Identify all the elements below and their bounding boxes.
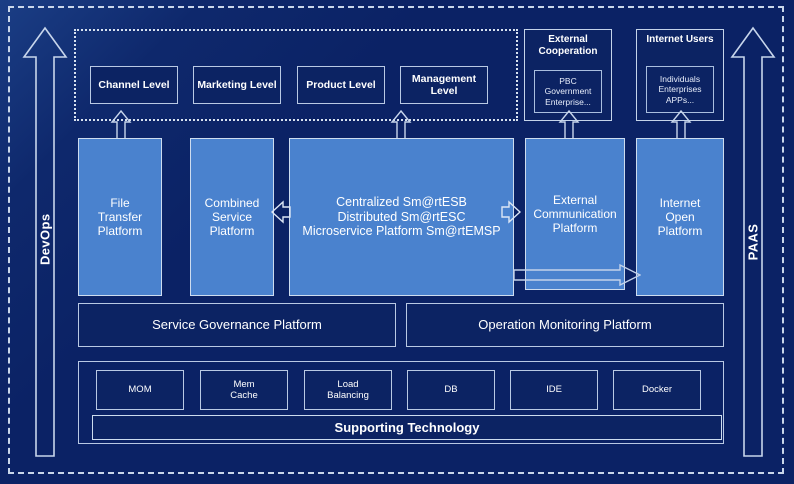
tech-chip-db[interactable]: DB [407,370,495,410]
supporting-technology-frame [78,361,724,444]
service-governance-platform[interactable]: Service Governance Platform [78,303,396,347]
supporting-technology-bar[interactable]: Supporting Technology [92,415,722,440]
tech-chip-mem-cache[interactable]: Mem Cache [200,370,288,410]
paas-rail-arrow: PAAS [730,24,776,460]
connector-arrow-right-internet-open [513,263,642,287]
business-levels-region [74,29,518,121]
platform-label: Centralized Sm@rtESB Distributed Sm@rtES… [302,194,501,239]
tech-chip-ide[interactable]: IDE [510,370,598,410]
business-level-marketing[interactable]: Marketing Level [193,66,281,104]
platform-esb-esc-emsp[interactable]: Centralized Sm@rtESB Distributed Sm@rtES… [289,138,514,296]
up-arrow-icon [558,109,580,140]
platform-internet-open[interactable]: Internet Open Platform [636,138,724,296]
platform-file-transfer[interactable]: File Transfer Platform [78,138,162,296]
connector-arrow-right-external-comm [501,198,522,226]
operation-monitoring-platform[interactable]: Operation Monitoring Platform [406,303,724,347]
tech-chip-mom[interactable]: MOM [96,370,184,410]
right-arrow-icon [513,263,642,287]
tech-chip-load-balancing[interactable]: Load Balancing [304,370,392,410]
paas-label: PAAS [745,223,761,261]
connector-arrow-up-channel [110,109,132,140]
internet-users-card[interactable]: Internet Users Individuals Enterprises A… [636,29,724,121]
business-level-label: Marketing Level [197,78,277,91]
connector-arrow-left-combined [270,198,291,226]
platform-label: File Transfer Platform [97,195,143,239]
governance-label: Service Governance Platform [152,317,322,333]
internet-users-title: Internet Users [646,34,714,45]
up-arrow-icon [110,109,132,140]
up-arrow-icon [390,109,412,140]
external-cooperation-title: External Cooperation [538,34,598,57]
external-cooperation-card[interactable]: External Cooperation PBC Government Ente… [524,29,612,121]
business-level-label: Management Level [411,72,477,97]
connector-arrow-up-external-cooperation [558,109,580,140]
platform-external-communication[interactable]: External Communication Platform [525,138,625,290]
business-level-channel[interactable]: Channel Level [90,66,178,104]
up-arrow-icon [670,109,692,140]
governance-label: Operation Monitoring Platform [478,317,652,333]
connector-arrow-up-internet-users [670,109,692,140]
business-level-product[interactable]: Product Level [297,66,385,104]
right-arrow-icon [501,200,522,224]
internet-users-detail: Individuals Enterprises APPs... [646,66,714,113]
devops-label: DevOps [37,213,53,265]
business-level-label: Product Level [306,78,376,91]
platform-combined-service[interactable]: Combined Service Platform [190,138,274,296]
left-arrow-icon [270,200,291,224]
tech-chip-docker[interactable]: Docker [613,370,701,410]
devops-rail-arrow: DevOps [22,24,68,460]
business-level-label: Channel Level [98,78,170,91]
connector-arrow-up-management [390,109,412,140]
platform-label: External Communication Platform [533,192,617,236]
supporting-technology-label: Supporting Technology [334,420,480,435]
external-cooperation-detail: PBC Government Enterprise... [534,70,602,113]
up-arrow-icon [730,26,776,457]
business-level-management[interactable]: Management Level [400,66,488,104]
up-arrow-icon [22,26,68,457]
outer-dashed-frame [8,6,784,474]
platform-label: Combined Service Platform [204,195,260,239]
platform-label: Internet Open Platform [657,195,703,239]
